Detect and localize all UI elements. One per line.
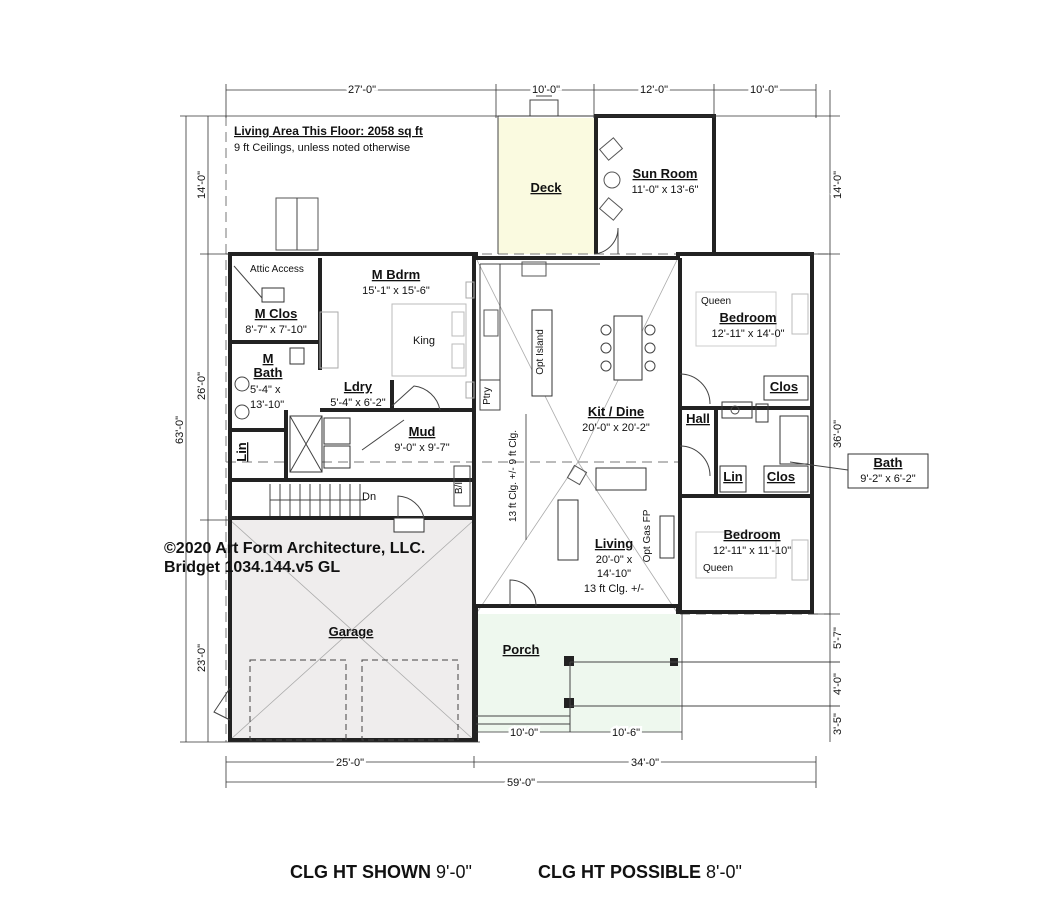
bed1-queen-label: Queen (701, 296, 731, 307)
king-bed-label: King (413, 335, 435, 347)
island (531, 309, 553, 397)
bed1-size: 12'-11" x 14'-0" (712, 328, 785, 340)
mbath-name-2: Bath (254, 365, 283, 380)
mud-size: 9'-0" x 9'-7" (394, 442, 450, 454)
dim-bottom-1: 25'-0" (336, 757, 364, 769)
mbath-name-1: M (263, 351, 274, 366)
living-area-label: Living Area This Floor: 2058 sq ft (234, 124, 423, 138)
living-name: Living (595, 536, 633, 551)
ceiling-possible-label: CLG HT POSSIBLE (538, 862, 702, 882)
fireplace (659, 515, 675, 559)
mbath-size-1: 5'-4" x (250, 384, 281, 396)
ceiling-possible: CLG HT POSSIBLE 8'-0" (538, 862, 742, 883)
bed1-name: Bedroom (719, 310, 776, 325)
garage-label: Garage (329, 624, 374, 639)
ceiling-shown-label: CLG HT SHOWN (290, 862, 431, 882)
ldry-size: 5'-4" x 6'-2" (330, 397, 386, 409)
chair (566, 464, 588, 486)
plan-id: Bridget 1034.144.v5 GL (164, 559, 340, 576)
sofa (595, 467, 647, 491)
porch-area (476, 614, 680, 732)
garage-door-left (249, 659, 347, 741)
clg-split-label: 13 ft Clg. +/- 9 ft Clg. (508, 430, 519, 522)
bath-callout-box (847, 453, 929, 489)
gas-fp-label: Opt Gas FP (642, 509, 653, 562)
mud-name: Mud (409, 424, 436, 439)
lin-right-label: Lin (723, 469, 743, 484)
bed2-size: 12'-11" x 11'-10" (713, 545, 791, 557)
loveseat (557, 499, 579, 561)
mbath-size-2: 13'-10" (250, 399, 284, 411)
sunroom-table-icon (603, 171, 621, 189)
porch-label: Porch (503, 642, 540, 657)
dn-label: Dn (362, 491, 376, 503)
deck-label: Deck (530, 180, 562, 195)
lin-left-label: Lin (234, 442, 249, 462)
dim-top-1: 27'-0" (348, 84, 376, 96)
dim-left-2: 26'-0" (196, 372, 208, 400)
dim-left-1: 14'-0" (196, 171, 208, 199)
clos2-label: Clos (767, 469, 795, 484)
sunroom-chair-icon (598, 137, 624, 161)
bathtub (779, 415, 809, 465)
living-size-1: 20'-0" x (596, 554, 633, 566)
bed2-queen-label: Queen (703, 563, 733, 574)
deck-area (498, 118, 594, 254)
dim-top-4: 10'-0" (750, 84, 778, 96)
mbdrm-name: M Bdrm (372, 267, 420, 282)
pantry (479, 379, 501, 411)
dim-porch-1: 10'-0" (510, 727, 538, 739)
hall-label: Hall (686, 411, 710, 426)
sunroom-chair-icon (598, 197, 624, 221)
dim-left-outer: 63'-0" (174, 416, 186, 444)
clos1-label: Clos (770, 379, 798, 394)
dim-porch-2: 10'-6" (612, 727, 640, 739)
stairs (269, 484, 366, 516)
ceiling-shown-value: 9'-0" (436, 862, 472, 882)
bed2-name: Bedroom (723, 527, 780, 542)
kit-name: Kit / Dine (588, 404, 644, 419)
dim-right-5: 3'-5" (832, 713, 844, 735)
dryer (323, 445, 351, 469)
queen-bed (695, 291, 777, 347)
sink-icon (521, 261, 547, 277)
dim-right-2: 36'-0" (832, 420, 844, 448)
dim-left-3: 23'-0" (196, 644, 208, 672)
dim-top-2: 10'-0" (532, 84, 560, 96)
bi-label: B/I (454, 482, 465, 494)
king-bed (391, 303, 467, 377)
ldry-name: Ldry (344, 379, 373, 394)
living-clg: 13 ft Clg. +/- (584, 583, 645, 595)
mclos-name: M Clos (255, 306, 298, 321)
chimney (529, 99, 559, 117)
dim-bottom-total: 59'-0" (507, 777, 535, 789)
ceiling-shown: CLG HT SHOWN 9'-0" (290, 862, 472, 883)
kit-size: 20'-0" x 20'-2" (582, 422, 650, 434)
range-icon (483, 309, 499, 337)
dim-right-4: 4'-0" (832, 673, 844, 695)
dim-top-3: 12'-0" (640, 84, 668, 96)
queen-bed (695, 531, 777, 579)
living-size-2: 14'-10" (597, 568, 631, 580)
mbdrm-size: 15'-1" x 15'-6" (362, 285, 430, 297)
toilet-icon (289, 347, 305, 365)
dim-right-3: 5'-7" (832, 627, 844, 649)
sunroom-size: 11'-0" x 13'-6" (632, 184, 699, 196)
washer (323, 417, 351, 445)
bath-name: Bath (874, 455, 903, 470)
mclos-size: 8'-7" x 7'-10" (245, 324, 307, 336)
dim-right-1: 14'-0" (832, 171, 844, 199)
ceiling-possible-value: 8'-0" (706, 862, 742, 882)
sunroom-name: Sun Room (633, 166, 698, 181)
copyright: ©2020 Art Form Architecture, LLC. (164, 540, 425, 557)
dim-bottom-2: 34'-0" (631, 757, 659, 769)
island-label: Opt Island (535, 329, 546, 375)
pantry-label: Ptry (482, 387, 493, 405)
bath-size: 9'-2" x 6'-2" (860, 473, 916, 485)
dining-table (613, 315, 643, 381)
garage-door-right (361, 659, 459, 741)
ceilings-note: 9 ft Ceilings, unless noted otherwise (234, 142, 410, 154)
attic-access-label: Attic Access (250, 264, 304, 275)
